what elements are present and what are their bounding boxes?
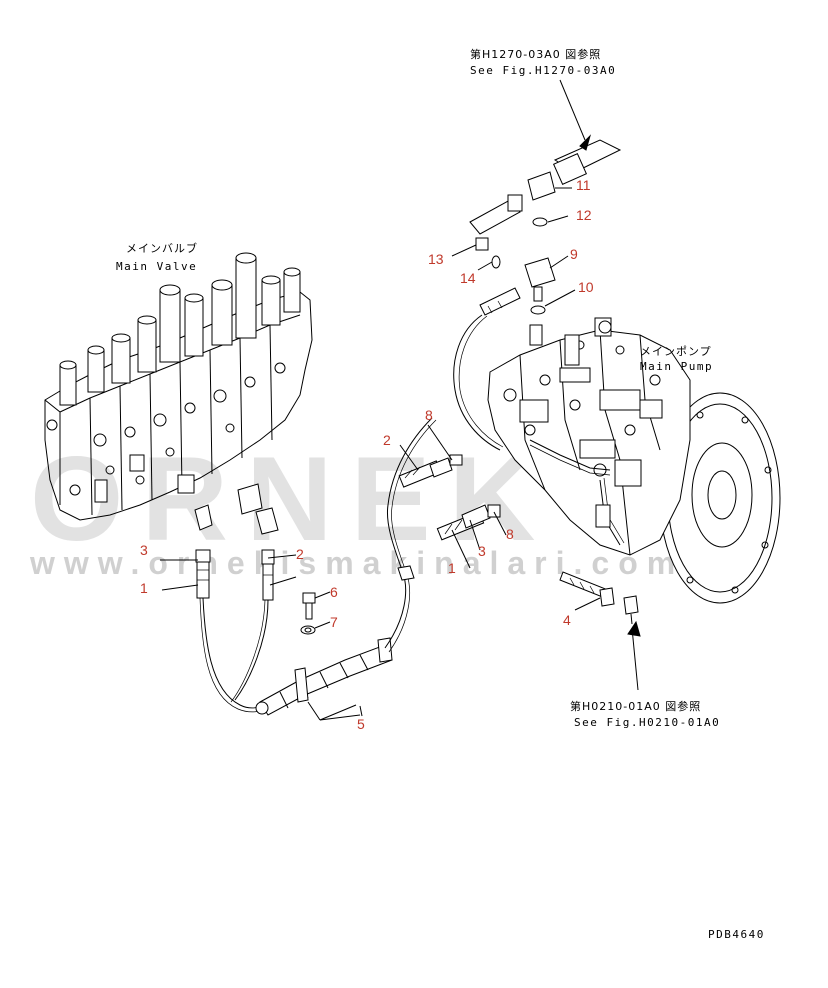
part-number-9: 9 — [570, 246, 578, 262]
ref-bottom-label-jp: 第H0210-01A0 図参照 — [570, 700, 702, 713]
part-number-13: 13 — [428, 251, 444, 267]
main-pump-label-en: Main Pump — [640, 360, 714, 373]
part-number-14: 14 — [460, 270, 476, 286]
part-number-1-right: 1 — [448, 560, 456, 576]
part-number-11: 11 — [576, 177, 591, 193]
main-pump-drawing — [487, 317, 781, 604]
part-number-8-bottom: 8 — [506, 526, 514, 542]
part-number-3-left: 3 — [140, 542, 148, 558]
ref-top-label-en: See Fig.H1270-03A0 — [470, 64, 617, 77]
main-valve-drawing — [44, 252, 313, 521]
watermark-logo: ORNEK — [30, 432, 554, 566]
part-number-3-right: 3 — [478, 543, 486, 559]
part-number-6: 6 — [330, 584, 338, 600]
leader-lines — [160, 79, 641, 717]
part-number-2-right: 2 — [383, 432, 391, 448]
part-number-10: 10 — [578, 279, 594, 295]
part-number-4: 4 — [563, 612, 571, 628]
main-valve-label-jp: メインバルブ — [126, 242, 198, 255]
part-number-8-top: 8 — [425, 407, 433, 423]
main-pump-label-jp: メインポンプ — [640, 345, 712, 358]
drawing-code: PDB4640 — [708, 928, 765, 941]
clamp-assembly — [255, 637, 393, 721]
main-valve-label-en: Main Valve — [116, 260, 198, 273]
part-number-12: 12 — [576, 207, 592, 223]
part-number-1-left: 1 — [140, 580, 148, 596]
top-fittings — [453, 139, 622, 451]
part-number-2-left: 2 — [296, 546, 304, 562]
part-number-7: 7 — [330, 614, 338, 630]
ref-top-label-jp: 第H1270-03A0 図参照 — [470, 48, 602, 61]
ref-bottom-label-en: See Fig.H0210-01A0 — [574, 716, 721, 729]
part-number-5: 5 — [357, 716, 365, 732]
valve-fittings — [194, 483, 279, 601]
